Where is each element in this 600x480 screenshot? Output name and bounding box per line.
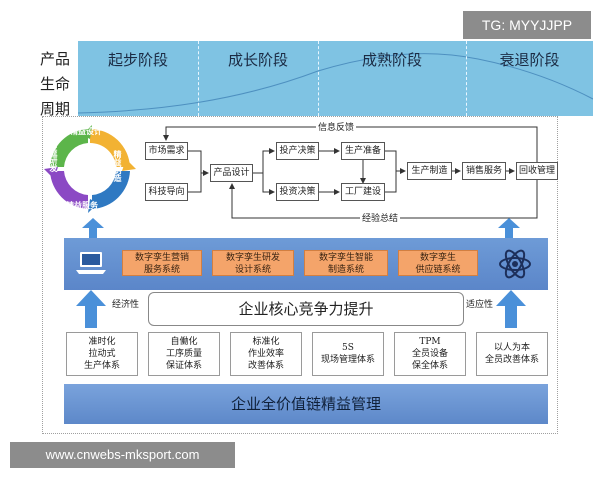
twin-system-line: 数字孪生营销 — [134, 253, 189, 263]
core-left-label: 经济性 — [112, 300, 140, 310]
watermark-badge: TG: MYYJJPP — [463, 11, 591, 39]
pillar-line: TPM — [419, 337, 441, 347]
stage-start: 起步阶段 — [107, 51, 168, 69]
up-arrow-icon — [496, 290, 526, 328]
twin-system-line: 设计系统 — [234, 265, 271, 275]
lifecycle-label-3: 周期 — [40, 100, 71, 118]
atom-icon — [499, 249, 531, 279]
pillar-standardization: 标准化 作业效率 改善体系 — [230, 332, 302, 376]
pillar-line: 生产体系 — [83, 361, 120, 371]
twin-system-line: 数字孪生 — [419, 253, 456, 263]
stage-growth: 成长阶段 — [227, 51, 288, 69]
pillar-line: 自働化 — [170, 337, 198, 347]
twin-system-line: 供应链系统 — [415, 265, 461, 275]
core-right-label: 适应性 — [466, 300, 494, 310]
lean-cycle-wheel — [44, 125, 136, 213]
pillar-5s: 5S 现场管理体系 — [312, 332, 384, 376]
cycle-label-manufacture: 精益制造 — [113, 150, 123, 182]
digital-twin-band: 数字孪生营销 服务系统 数字孪生研发 设计系统 数字孪生智能 制造系统 数字孪生… — [64, 238, 548, 290]
cycle-label-rd: 精益研发 — [49, 140, 59, 172]
lifecycle-curve — [78, 53, 593, 114]
pillar-line: 准时化 — [88, 337, 116, 347]
pillar-jit: 准时化 拉动式 生产体系 — [66, 332, 138, 376]
feedback-label: 信息反馈 — [316, 120, 357, 133]
node-tech-guide: 科技导向 — [145, 183, 188, 201]
node-product-design: 产品设计 — [210, 164, 253, 182]
up-arrow-icon — [498, 218, 520, 238]
lifecycle-stage-bar: 起步阶段 成长阶段 成熟阶段 衰退阶段 — [78, 41, 593, 116]
pillar-line: 改善体系 — [247, 361, 284, 371]
stage-divider — [198, 41, 199, 116]
pillar-line: 保证体系 — [165, 361, 202, 371]
core-competitiveness-box: 企业核心竞争力提升 — [148, 292, 464, 326]
pillar-line: 现场管理体系 — [320, 355, 375, 365]
base-lean-management: 企业全价值链精益管理 — [64, 384, 548, 424]
node-factory-build: 工厂建设 — [341, 183, 385, 201]
pillar-line: 标准化 — [252, 337, 280, 347]
stage-divider — [318, 41, 319, 116]
pillar-line: 工序质量 — [165, 349, 202, 359]
node-recycling: 回收管理 — [516, 162, 558, 180]
node-invest-decision: 投产决策 — [276, 142, 319, 160]
pillar-line: 全员设备 — [411, 349, 448, 359]
up-arrow-icon — [76, 290, 106, 328]
twin-system-line: 数字孪生研发 — [225, 253, 280, 263]
pillar-people: 以人为本 全员改善体系 — [476, 332, 548, 376]
cycle-label-design: 精益设计 — [70, 126, 102, 136]
node-production: 生产制造 — [407, 162, 452, 180]
up-arrow-icon — [82, 218, 104, 238]
twin-system-line: 数字孪生智能 — [318, 253, 373, 263]
stage-divider — [466, 41, 467, 116]
pillar-line: 5S — [342, 343, 354, 353]
lifecycle-label-1: 产品 — [40, 50, 71, 68]
cycle-label-service: 精益服务 — [66, 200, 98, 210]
pillar-line: 以人为本 — [493, 343, 530, 353]
stage-decline: 衰退阶段 — [499, 51, 560, 69]
node-sales-service: 销售服务 — [462, 162, 506, 180]
pillar-tpm: TPM 全员设备 保全体系 — [394, 332, 466, 376]
experience-label: 经验总结 — [360, 211, 401, 224]
lifecycle-label-2: 生命 — [40, 75, 71, 93]
diagram-frame — [42, 116, 558, 434]
node-production-prep: 生产准备 — [341, 142, 385, 160]
node-market-demand: 市场需求 — [145, 142, 188, 160]
stage-mature: 成熟阶段 — [361, 51, 422, 69]
website-watermark: www.cnwebs-mksport.com — [10, 442, 235, 468]
pillar-line: 作业效率 — [247, 349, 284, 359]
pillar-jidoka: 自働化 工序质量 保证体系 — [148, 332, 220, 376]
pillar-line: 全员改善体系 — [484, 355, 539, 365]
laptop-icon — [76, 252, 106, 274]
pillar-line: 拉动式 — [88, 349, 116, 359]
twin-system-rd: 数字孪生研发 设计系统 — [212, 250, 294, 276]
twin-system-manufacturing: 数字孪生智能 制造系统 — [304, 250, 388, 276]
twin-system-marketing: 数字孪生营销 服务系统 — [122, 250, 202, 276]
twin-system-line: 服务系统 — [143, 265, 180, 275]
twin-system-line: 制造系统 — [327, 265, 364, 275]
node-capital-decision: 投资决策 — [276, 183, 319, 201]
pillar-line: 保全体系 — [411, 361, 448, 371]
twin-system-supply-chain: 数字孪生 供应链系统 — [398, 250, 478, 276]
